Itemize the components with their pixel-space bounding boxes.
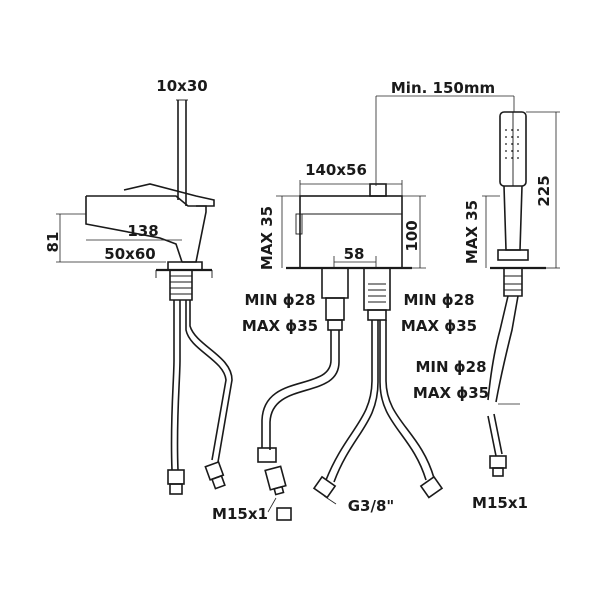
label-body-height: 100: [403, 220, 421, 251]
body-dimensions: [276, 180, 426, 269]
label-hole-max-mid: MAX ϕ35: [401, 317, 477, 335]
label-body-size: 140x56: [305, 161, 367, 179]
label-spout-section: 10x30: [156, 77, 207, 95]
label-thread-mid: G3/8": [348, 497, 394, 515]
label-thread-left: M15x1: [212, 505, 268, 523]
shower-dimensions: [375, 95, 560, 405]
label-shower-height: 225: [535, 175, 553, 206]
label-hose-length: Min. 150mm: [391, 79, 495, 97]
label-hole-min-left: MIN ϕ28: [244, 291, 315, 309]
label-mixer-height: 81: [44, 232, 62, 253]
label-hole-max-right: MAX ϕ35: [413, 384, 489, 402]
label-deck-thickness-right: MAX 35: [463, 200, 481, 264]
spray-holes: [505, 129, 519, 159]
label-deck-thickness-left: MAX 35: [258, 206, 276, 270]
label-hole-min-right: MIN ϕ28: [415, 358, 486, 376]
mixer-dimensions: [56, 213, 182, 263]
hand-shower-drawing: [487, 111, 546, 477]
label-base-size: 50x60: [104, 245, 155, 263]
label-hole-min-mid: MIN ϕ28: [403, 291, 474, 309]
label-spacing: 58: [344, 245, 365, 263]
label-hole-max-left: MAX ϕ35: [242, 317, 318, 335]
basin-mixer-drawing: [85, 99, 233, 495]
label-mixer-depth: 138: [127, 222, 158, 240]
label-thread-right: M15x1: [472, 494, 528, 512]
